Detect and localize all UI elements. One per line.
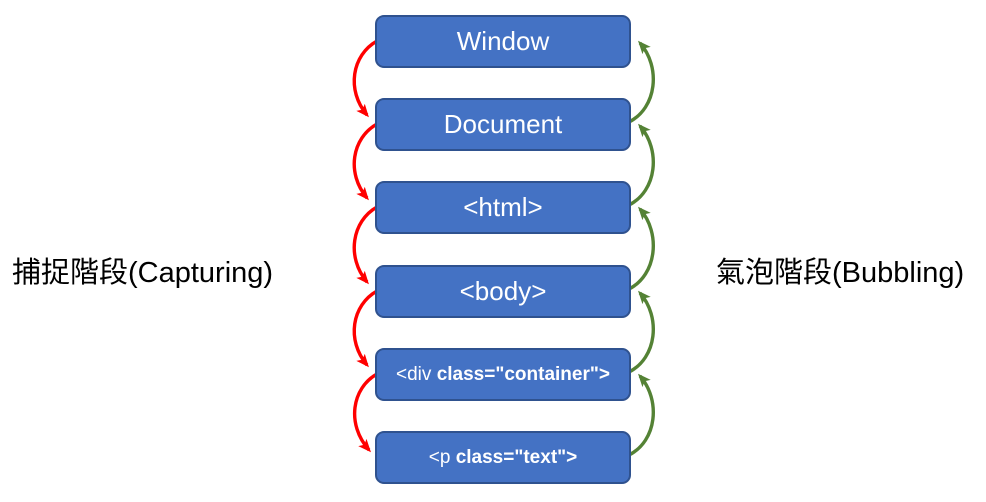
box-label-class: class="text"> xyxy=(455,446,578,468)
box-html: <html> xyxy=(375,181,631,234)
box-label-tag: <div xyxy=(396,363,437,385)
box-label: Window xyxy=(456,26,550,56)
capturing-arrows xyxy=(352,39,378,453)
bubbling-arrow-2 xyxy=(628,123,655,207)
capturing-arrow-5 xyxy=(352,372,378,453)
box-document: Document xyxy=(375,98,631,151)
bubbling-arrow-5 xyxy=(628,373,655,457)
box-label: <body> xyxy=(459,276,547,306)
bubbling-arrow-4 xyxy=(628,290,655,374)
capturing-phase-label: 捕捉階段(Capturing) xyxy=(12,257,274,289)
capturing-arrow-2 xyxy=(352,122,378,201)
bubbling-arrows xyxy=(628,40,655,457)
box-window: Window xyxy=(375,15,631,68)
box-label: Document xyxy=(443,109,563,139)
capturing-arrow-4 xyxy=(352,289,378,368)
box-label-class: class="container"> xyxy=(436,363,610,385)
box-div-container: <div class="container"> xyxy=(375,348,631,401)
box-p-text: <p class="text"> xyxy=(375,431,631,484)
capturing-arrow-1 xyxy=(352,39,378,118)
box-label-tag: <p xyxy=(428,446,456,468)
bubbling-arrow-3 xyxy=(628,206,655,291)
box-label: <html> xyxy=(463,192,543,222)
box-body: <body> xyxy=(375,265,631,318)
capturing-arrow-3 xyxy=(352,205,378,285)
bubbling-phase-label: 氣泡階段(Bubbling) xyxy=(716,257,965,289)
bubbling-arrow-1 xyxy=(628,40,655,124)
